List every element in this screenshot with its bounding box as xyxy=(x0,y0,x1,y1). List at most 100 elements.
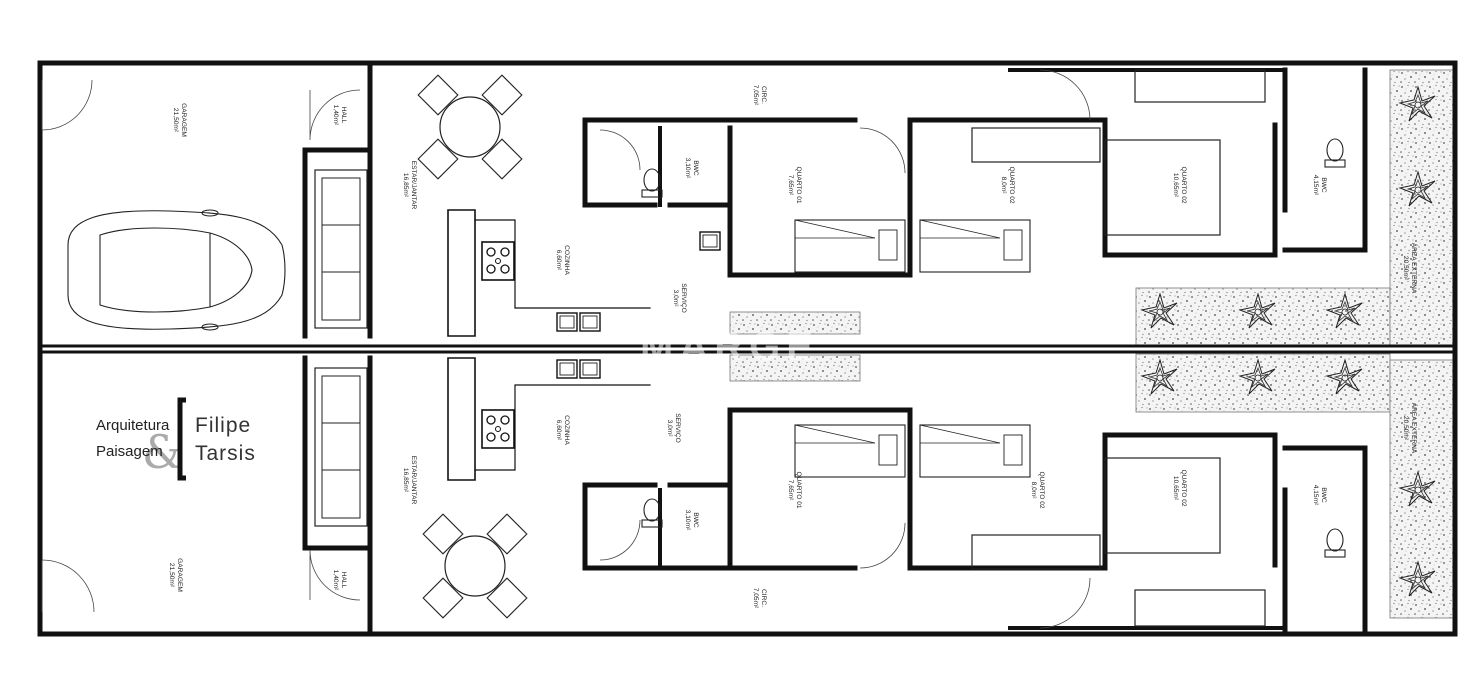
stove-icon xyxy=(481,409,515,449)
car-icon xyxy=(67,209,286,331)
svg-text:CIRC.7,05m²: CIRC.7,05m² xyxy=(752,85,767,106)
room-name: BWC xyxy=(692,512,699,528)
room-name: QUARTO 02 xyxy=(1008,166,1015,203)
svg-text:ESTAR/JANTAR16,85m²: ESTAR/JANTAR16,85m² xyxy=(402,456,417,505)
room-name: BWC xyxy=(1320,177,1327,193)
room-area: 7,05m² xyxy=(752,588,759,609)
room-area: 6,60m² xyxy=(555,420,562,441)
room-name: ESTAR/JANTAR xyxy=(410,161,417,210)
room-name: HALL xyxy=(340,107,347,124)
wardrobe-icon xyxy=(1134,589,1266,627)
stove-icon xyxy=(481,241,515,281)
garage-doors xyxy=(41,69,1091,629)
svg-text:QUARTO 0210,65m²: QUARTO 0210,65m² xyxy=(1172,469,1187,506)
wardrobe-icon xyxy=(971,534,1101,570)
room-name: HALL xyxy=(340,572,347,589)
double-bed-icon xyxy=(1104,139,1221,236)
room-area: 3,10m² xyxy=(684,158,691,179)
garden-gravel xyxy=(1389,69,1455,347)
svg-text:QUARTO 028,0m²: QUARTO 028,0m² xyxy=(1000,166,1015,203)
room-area: 4,15m² xyxy=(1312,175,1319,196)
svg-text:COZINHA6,60m²: COZINHA6,60m² xyxy=(555,245,570,275)
room-name: SERVIÇO xyxy=(680,283,687,313)
room-name: SERVIÇO xyxy=(674,413,681,443)
room-area: 6,60m² xyxy=(555,250,562,271)
toilet-icon xyxy=(1324,528,1346,558)
svg-text:ÁREA EXTERNA20,50m²: ÁREA EXTERNA20,50m² xyxy=(1402,403,1419,454)
svg-text:BWC4,15m²: BWC4,15m² xyxy=(1312,175,1327,196)
svg-text:SERVIÇO3,0m²: SERVIÇO3,0m² xyxy=(666,413,681,443)
svg-text:ÁREA EXTERNA20,50m²: ÁREA EXTERNA20,50m² xyxy=(1402,243,1419,294)
watermark: MARGE xyxy=(640,325,819,369)
bed-icon xyxy=(919,219,1031,273)
room-labels-bottom: GARAGEM21,50m² HALL1,40m² ESTAR/JANTAR16… xyxy=(168,403,1419,609)
svg-text:QUARTO 028,0m²: QUARTO 028,0m² xyxy=(1030,471,1045,508)
room-area: 1,40m² xyxy=(332,570,339,591)
sink-icon xyxy=(699,231,721,251)
room-name: COZINHA xyxy=(563,245,570,275)
bed-icon xyxy=(794,219,906,273)
room-name: CIRC. xyxy=(760,589,767,607)
dining-table-icon xyxy=(422,513,528,619)
room-area: 8,0m² xyxy=(1000,177,1007,195)
room-area: 16,85m² xyxy=(402,173,409,198)
room-area: 21,50m² xyxy=(172,108,179,133)
svg-text:BWC4,15m²: BWC4,15m² xyxy=(1312,485,1327,506)
double-bed-icon xyxy=(1104,457,1221,554)
svg-text:HALL1,40m²: HALL1,40m² xyxy=(332,105,347,126)
room-labels-top: GARAGEM21,50m² HALL1,40m² ESTAR/JANTAR16… xyxy=(172,85,1419,313)
room-name: BWC xyxy=(692,160,699,176)
wardrobe-icon xyxy=(1134,69,1266,103)
room-name: QUARTO 01 xyxy=(795,166,802,203)
room-area: 1,40m² xyxy=(332,105,339,126)
wardrobe-icon xyxy=(971,127,1101,163)
svg-text:GARAGEM21,50m²: GARAGEM21,50m² xyxy=(172,103,187,137)
logo: & Arquitetura Paisagem Filipe Tarsis xyxy=(96,397,256,481)
logo-name2: Tarsis xyxy=(195,442,256,465)
garden-gravel xyxy=(1389,359,1455,619)
svg-text:COZINHA6,60m²: COZINHA6,60m² xyxy=(555,415,570,445)
logo-line1: Arquitetura xyxy=(96,417,170,434)
room-name: GARAGEM xyxy=(180,103,187,137)
sink-icon xyxy=(556,312,578,332)
svg-text:SERVIÇO3,0m²: SERVIÇO3,0m² xyxy=(672,283,687,313)
room-name: QUARTO 02 xyxy=(1038,471,1045,508)
walls xyxy=(37,60,1458,637)
svg-text:QUARTO 0210,65m²: QUARTO 0210,65m² xyxy=(1172,166,1187,203)
room-name: COZINHA xyxy=(563,415,570,445)
bed-icon xyxy=(794,424,906,478)
room-area: 20,50m² xyxy=(1402,256,1409,281)
sofa-icon xyxy=(314,169,368,329)
sink-icon xyxy=(556,359,578,379)
room-name: ÁREA EXTERNA xyxy=(1410,243,1419,294)
room-area: 3,10m² xyxy=(684,510,691,531)
svg-text:QUARTO 017,65m²: QUARTO 017,65m² xyxy=(787,471,802,508)
svg-text:QUARTO 017,65m²: QUARTO 017,65m² xyxy=(787,166,802,203)
room-area: 7,05m² xyxy=(752,85,759,106)
dining-table-icon xyxy=(417,74,523,180)
bed-icon xyxy=(919,424,1031,478)
room-area: 20,50m² xyxy=(1402,416,1409,441)
svg-text:BWC3,10m²: BWC3,10m² xyxy=(684,158,699,179)
room-area: 10,65m² xyxy=(1172,173,1179,198)
garden-gravel xyxy=(729,354,861,382)
svg-text:BWC3,10m²: BWC3,10m² xyxy=(684,510,699,531)
svg-text:GARAGEM21,50m²: GARAGEM21,50m² xyxy=(168,558,183,592)
room-name: QUARTO 02 xyxy=(1180,469,1187,506)
room-name: BWC xyxy=(1320,487,1327,503)
sink-icon xyxy=(579,312,601,332)
room-area: 7,65m² xyxy=(787,175,794,196)
room-area: 10,65m² xyxy=(1172,476,1179,501)
toilet-icon xyxy=(1324,138,1346,168)
room-name: CIRC. xyxy=(760,86,767,104)
room-area: 4,15m² xyxy=(1312,485,1319,506)
sofa-icon xyxy=(314,367,368,527)
room-name: ÁREA EXTERNA xyxy=(1410,403,1419,454)
room-area: 7,65m² xyxy=(787,480,794,501)
room-name: QUARTO 02 xyxy=(1180,166,1187,203)
sink-icon xyxy=(579,359,601,379)
room-name: ESTAR/JANTAR xyxy=(410,456,417,505)
room-area: 3,0m² xyxy=(666,420,673,438)
svg-text:HALL1,40m²: HALL1,40m² xyxy=(332,570,347,591)
